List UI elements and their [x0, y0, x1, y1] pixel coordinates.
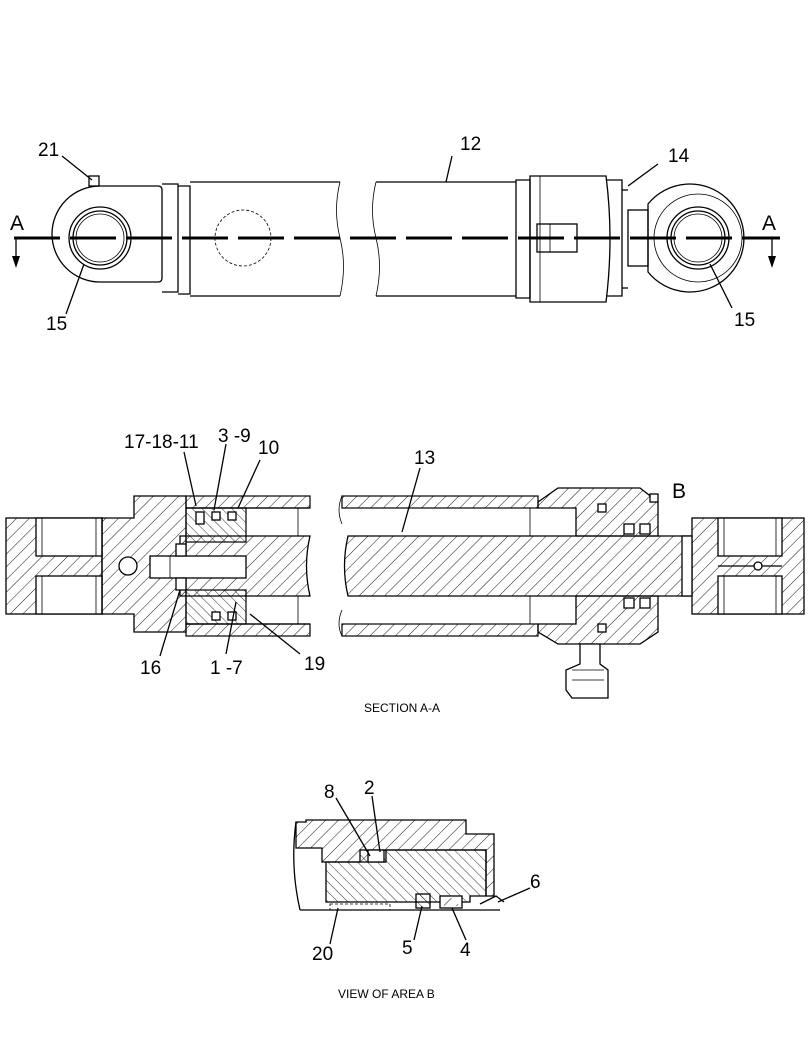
cylinder-head	[529, 175, 611, 303]
o-ring-2	[367, 849, 385, 863]
section-marker-left: A	[10, 212, 24, 235]
buffer-seal-5	[415, 893, 431, 909]
piston-retaining-bolt	[149, 555, 247, 579]
detail-caption: VIEW OF AREA B	[338, 987, 435, 1001]
callout-20: 20	[312, 944, 333, 965]
callout-14: 14	[668, 146, 690, 167]
callout-16: 16	[140, 658, 161, 679]
callout-12: 12	[460, 134, 481, 155]
callout-19: 19	[304, 654, 325, 675]
callout-13: 13	[414, 448, 435, 469]
right-rod-eye	[647, 183, 745, 293]
callout-15-left: 15	[46, 314, 67, 335]
area-b-detail: 8 2 6 20 5 4 VIEW OF AREA B	[293, 778, 541, 1001]
callout-2: 2	[364, 778, 375, 799]
left-clevis	[51, 185, 163, 283]
tube-wall-top	[341, 495, 539, 509]
section-a-a: B 17-18-11 3 -9 10 13 16 1 -7 19 SECTION…	[5, 426, 805, 715]
callout-5: 5	[402, 938, 413, 959]
callout-17-18-11: 17-18-11	[124, 432, 199, 453]
callout-4: 4	[460, 940, 471, 961]
piston-rod-right	[343, 535, 691, 597]
detail-gland	[325, 849, 487, 903]
area-b-marker: B	[672, 480, 686, 503]
callout-6: 6	[530, 872, 541, 893]
grease-fitting	[88, 175, 100, 187]
top-view: A A 21 12 14 15 15	[10, 134, 780, 335]
callout-3-9: 3 -9	[218, 426, 251, 447]
callout-1-7: 1 -7	[210, 658, 243, 679]
callout-21: 21	[38, 140, 59, 161]
callout-10: 10	[258, 438, 279, 459]
callout-15-right: 15	[734, 310, 755, 331]
callout-8: 8	[324, 782, 335, 803]
section-caption: SECTION A-A	[364, 701, 440, 715]
section-marker-right: A	[762, 212, 776, 235]
hydraulic-elbow-fitting	[565, 643, 609, 699]
